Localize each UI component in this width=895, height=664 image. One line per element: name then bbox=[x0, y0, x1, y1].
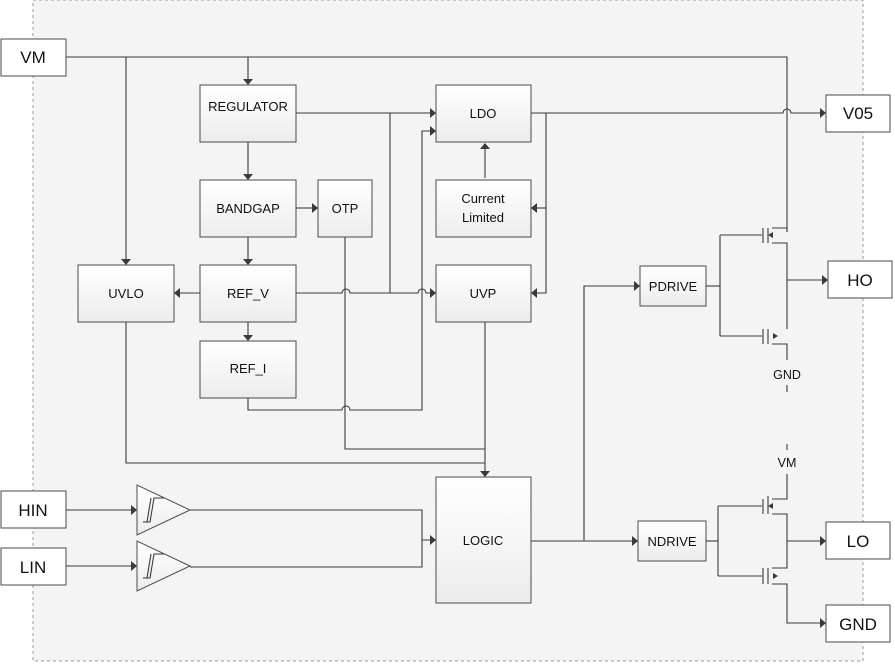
wires bbox=[66, 56, 822, 624]
block-ref-i-label: REF_I bbox=[230, 361, 267, 376]
pin-lo-label: LO bbox=[847, 532, 870, 551]
pin-ho: HO bbox=[827, 260, 893, 299]
pin-lin-label: LIN bbox=[20, 558, 46, 577]
block-pdrive: PDRIVE bbox=[639, 265, 707, 307]
pin-lin: LIN bbox=[0, 547, 67, 586]
block-current-limited: Current Limited bbox=[435, 179, 532, 238]
block-uvlo: UVLO bbox=[77, 264, 175, 323]
block-uvp: UVP bbox=[435, 264, 532, 323]
pin-hin-label: HIN bbox=[18, 501, 47, 520]
pin-lo: LO bbox=[825, 521, 891, 560]
block-current-limited-label-2: Limited bbox=[462, 210, 504, 225]
block-regulator: REGULATOR bbox=[199, 84, 297, 143]
block-ref-v-label: REF_V bbox=[227, 286, 269, 301]
label-vm-low-side: VM bbox=[778, 456, 797, 470]
block-current-limited-label-1: Current bbox=[461, 191, 505, 206]
pin-vm-label: VM bbox=[20, 48, 46, 67]
pin-v05: V05 bbox=[825, 94, 891, 133]
pin-vm: VM bbox=[0, 38, 67, 77]
schmitt-buffer-hin bbox=[136, 484, 192, 536]
block-ndrive-label: NDRIVE bbox=[647, 534, 696, 549]
block-logic-label: LOGIC bbox=[463, 533, 503, 548]
block-otp-label: OTP bbox=[332, 201, 359, 216]
block-uvp-label: UVP bbox=[470, 286, 497, 301]
pin-gnd: GND bbox=[825, 604, 891, 643]
block-ldo: LDO bbox=[435, 84, 532, 143]
arrowheads bbox=[121, 79, 828, 628]
block-uvlo-label: UVLO bbox=[108, 286, 143, 301]
block-ndrive: NDRIVE bbox=[637, 520, 707, 562]
block-ref-i: REF_I bbox=[199, 340, 297, 399]
block-bandgap: BANDGAP bbox=[199, 179, 297, 238]
block-otp: OTP bbox=[317, 179, 373, 238]
block-regulator-label: REGULATOR bbox=[208, 99, 288, 114]
pin-ho-label: HO bbox=[847, 271, 873, 290]
schmitt-buffer-lin bbox=[136, 540, 192, 592]
label-gnd-high-side: GND bbox=[773, 368, 801, 382]
block-pdrive-label: PDRIVE bbox=[649, 279, 698, 294]
block-ldo-label: LDO bbox=[470, 106, 497, 121]
block-ref-v: REF_V bbox=[199, 264, 297, 323]
block-logic: LOGIC bbox=[435, 476, 532, 604]
block-bandgap-label: BANDGAP bbox=[216, 201, 280, 216]
pin-hin: HIN bbox=[0, 490, 67, 529]
pin-v05-label: V05 bbox=[843, 104, 873, 123]
pin-gnd-label: GND bbox=[839, 615, 877, 634]
